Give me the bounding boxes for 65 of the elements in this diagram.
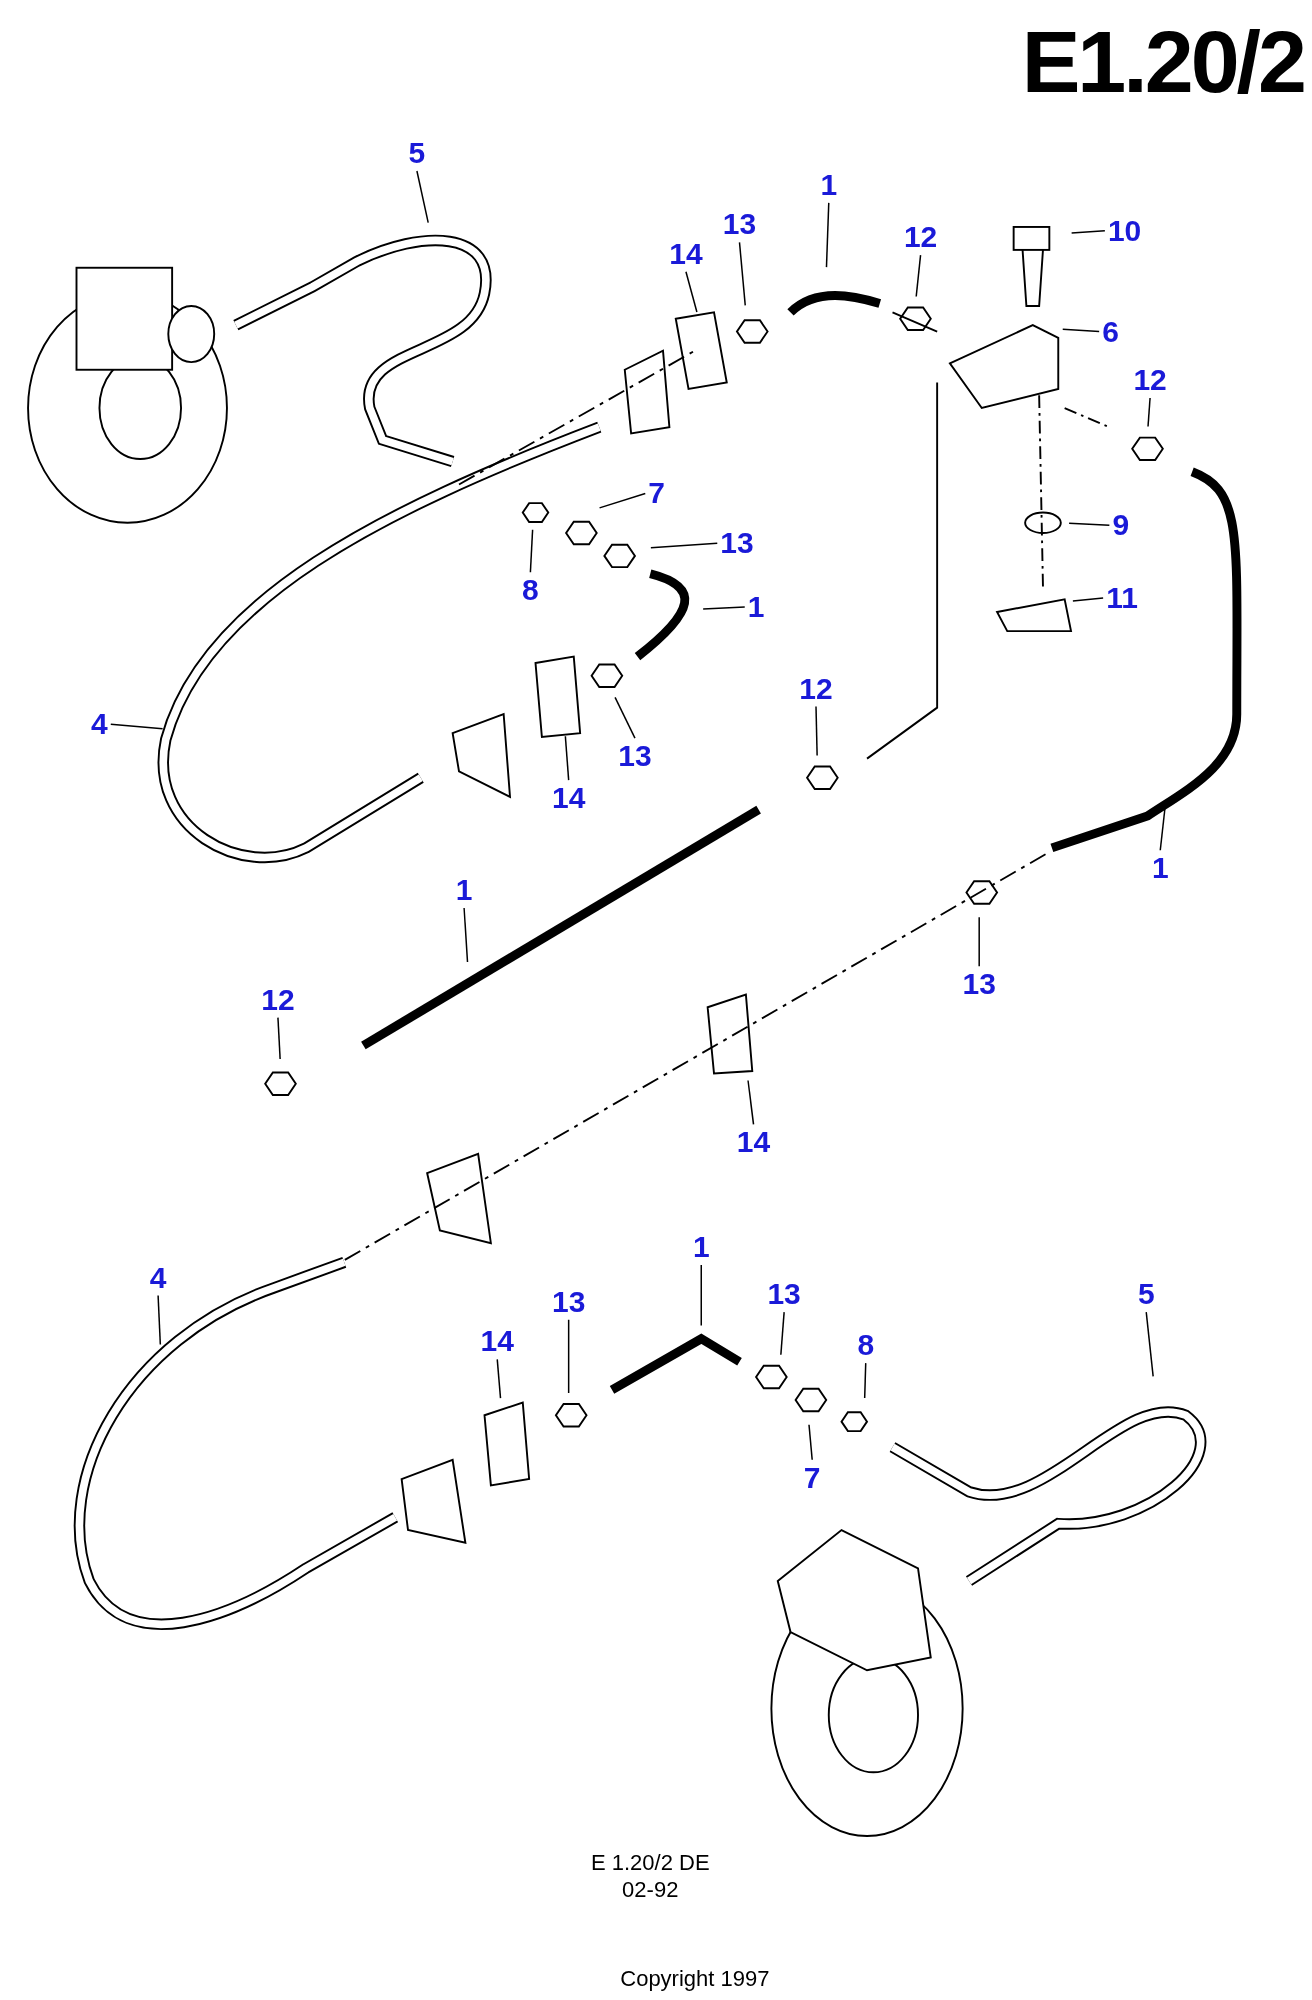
callout-number: 5 xyxy=(408,138,426,168)
leader-line xyxy=(1061,328,1100,333)
callout-number: 13 xyxy=(551,1286,586,1317)
page-title: E1.20/2 xyxy=(1021,18,1304,106)
callout-number: 14 xyxy=(669,238,703,269)
drawing-code: E 1.20/2 DE xyxy=(590,1851,710,1874)
leader-line xyxy=(915,254,922,298)
callout-number: 12 xyxy=(261,984,295,1015)
callout-number: 13 xyxy=(720,528,754,559)
callout-number: 8 xyxy=(857,1330,875,1361)
callout-number: 4 xyxy=(91,709,108,740)
leader-line xyxy=(598,492,647,509)
leader-line xyxy=(808,1424,813,1461)
callout-number: 13 xyxy=(618,741,652,772)
leader-line xyxy=(738,241,746,307)
leader-line xyxy=(1072,597,1104,602)
drawing-code: 02-92 xyxy=(622,1878,679,1901)
callout-number: 1 xyxy=(1151,853,1169,884)
leader-line xyxy=(564,735,570,781)
callout-number: 14 xyxy=(480,1326,514,1357)
leader-line xyxy=(1145,1311,1154,1378)
leader-line xyxy=(463,907,469,963)
leader-line xyxy=(567,1319,570,1394)
leader-line xyxy=(496,1358,502,1399)
callout-number: 14 xyxy=(736,1127,771,1158)
copyright-note: Copyright 1997 xyxy=(620,1967,770,1990)
leader-line xyxy=(747,1079,755,1126)
leader-line xyxy=(700,1264,702,1327)
leader-line xyxy=(110,723,164,730)
callout-number: 6 xyxy=(1102,316,1119,347)
callout-number: 12 xyxy=(1133,364,1167,395)
leader-line xyxy=(815,705,818,757)
callout-number: 12 xyxy=(903,222,938,253)
callout-number: 1 xyxy=(692,1231,710,1262)
callout-number: 1 xyxy=(455,874,473,905)
callout-number: 13 xyxy=(962,969,996,1000)
callout-number: 7 xyxy=(648,478,665,509)
callout-number: 8 xyxy=(522,575,539,606)
leader-line xyxy=(1147,397,1151,428)
callout-number: 5 xyxy=(1137,1279,1155,1310)
callout-number: 1 xyxy=(747,591,765,622)
leader-line xyxy=(780,1311,785,1356)
leader-line xyxy=(825,202,830,268)
callout-number: 14 xyxy=(551,783,586,814)
callout-number: 11 xyxy=(1106,583,1138,613)
leader-line xyxy=(416,170,429,224)
leader-line xyxy=(1070,230,1106,234)
callout-number: 9 xyxy=(1112,510,1130,541)
callout-number: 1 xyxy=(820,169,838,200)
leader-line xyxy=(702,606,746,610)
leader-line xyxy=(614,696,636,739)
leader-line xyxy=(277,1016,281,1060)
callout-number: 12 xyxy=(799,673,833,704)
leader-line xyxy=(1068,522,1111,527)
leader-line xyxy=(157,1294,162,1346)
leader-line xyxy=(978,916,980,968)
leader-line xyxy=(685,270,698,313)
callout-number: 7 xyxy=(803,1462,821,1493)
callout-number: 13 xyxy=(722,209,757,240)
leader-line xyxy=(529,529,534,574)
callout-number: 13 xyxy=(767,1279,801,1310)
callout-number: 10 xyxy=(1107,215,1142,246)
callout-number: 4 xyxy=(149,1262,167,1293)
leader-line xyxy=(650,542,718,549)
leader-line xyxy=(863,1362,867,1399)
